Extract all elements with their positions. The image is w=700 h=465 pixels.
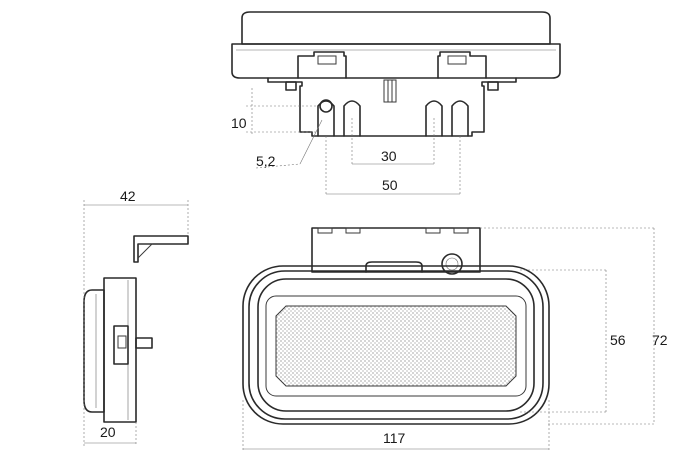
dim-label-lens-height: 56 (610, 332, 626, 348)
dim-label-side-depth: 20 (100, 424, 116, 440)
dim-label-bracket-projection: 42 (120, 188, 136, 204)
dim-label-fixing-offset: 10 (231, 115, 247, 131)
dim-label-hole-diameter: 5,2 (256, 153, 276, 169)
dim-label-inner-stud-spacing: 30 (381, 148, 397, 164)
side-view-dimensions (83, 200, 189, 446)
front-view-dimensions (242, 227, 656, 452)
top-view-dimensions (246, 88, 461, 196)
approval-mark-icon (441, 253, 463, 275)
dim-label-outer-stud-spacing: 50 (382, 177, 398, 193)
dim-label-overall-width: 117 (383, 430, 406, 446)
top-view (231, 11, 561, 137)
reflector-lens (275, 305, 517, 387)
dim-label-overall-height: 72 (652, 332, 668, 348)
front-view (242, 227, 550, 425)
side-view (83, 235, 189, 423)
